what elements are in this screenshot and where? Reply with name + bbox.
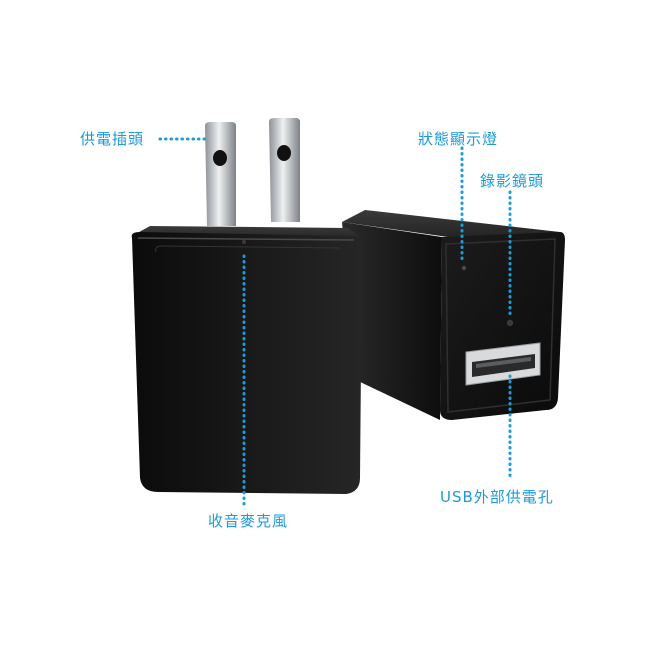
front-adapter [131, 118, 365, 494]
status-light-label: 狀態顯示燈 [418, 130, 499, 148]
power-plug-prongs-icon [205, 118, 300, 226]
microphone-label: 收音麥克風 [208, 512, 289, 530]
usb-port-icon [465, 342, 541, 386]
power-plug-label: 供電插頭 [80, 130, 145, 148]
status-led-icon [461, 265, 467, 271]
usb-port-label: USB外部供電孔 [440, 488, 554, 506]
microphone-hole-icon [242, 240, 246, 244]
back-adapter [342, 210, 565, 420]
camera-lens-icon [506, 319, 514, 327]
camera-lens-label: 錄影鏡頭 [480, 172, 545, 190]
